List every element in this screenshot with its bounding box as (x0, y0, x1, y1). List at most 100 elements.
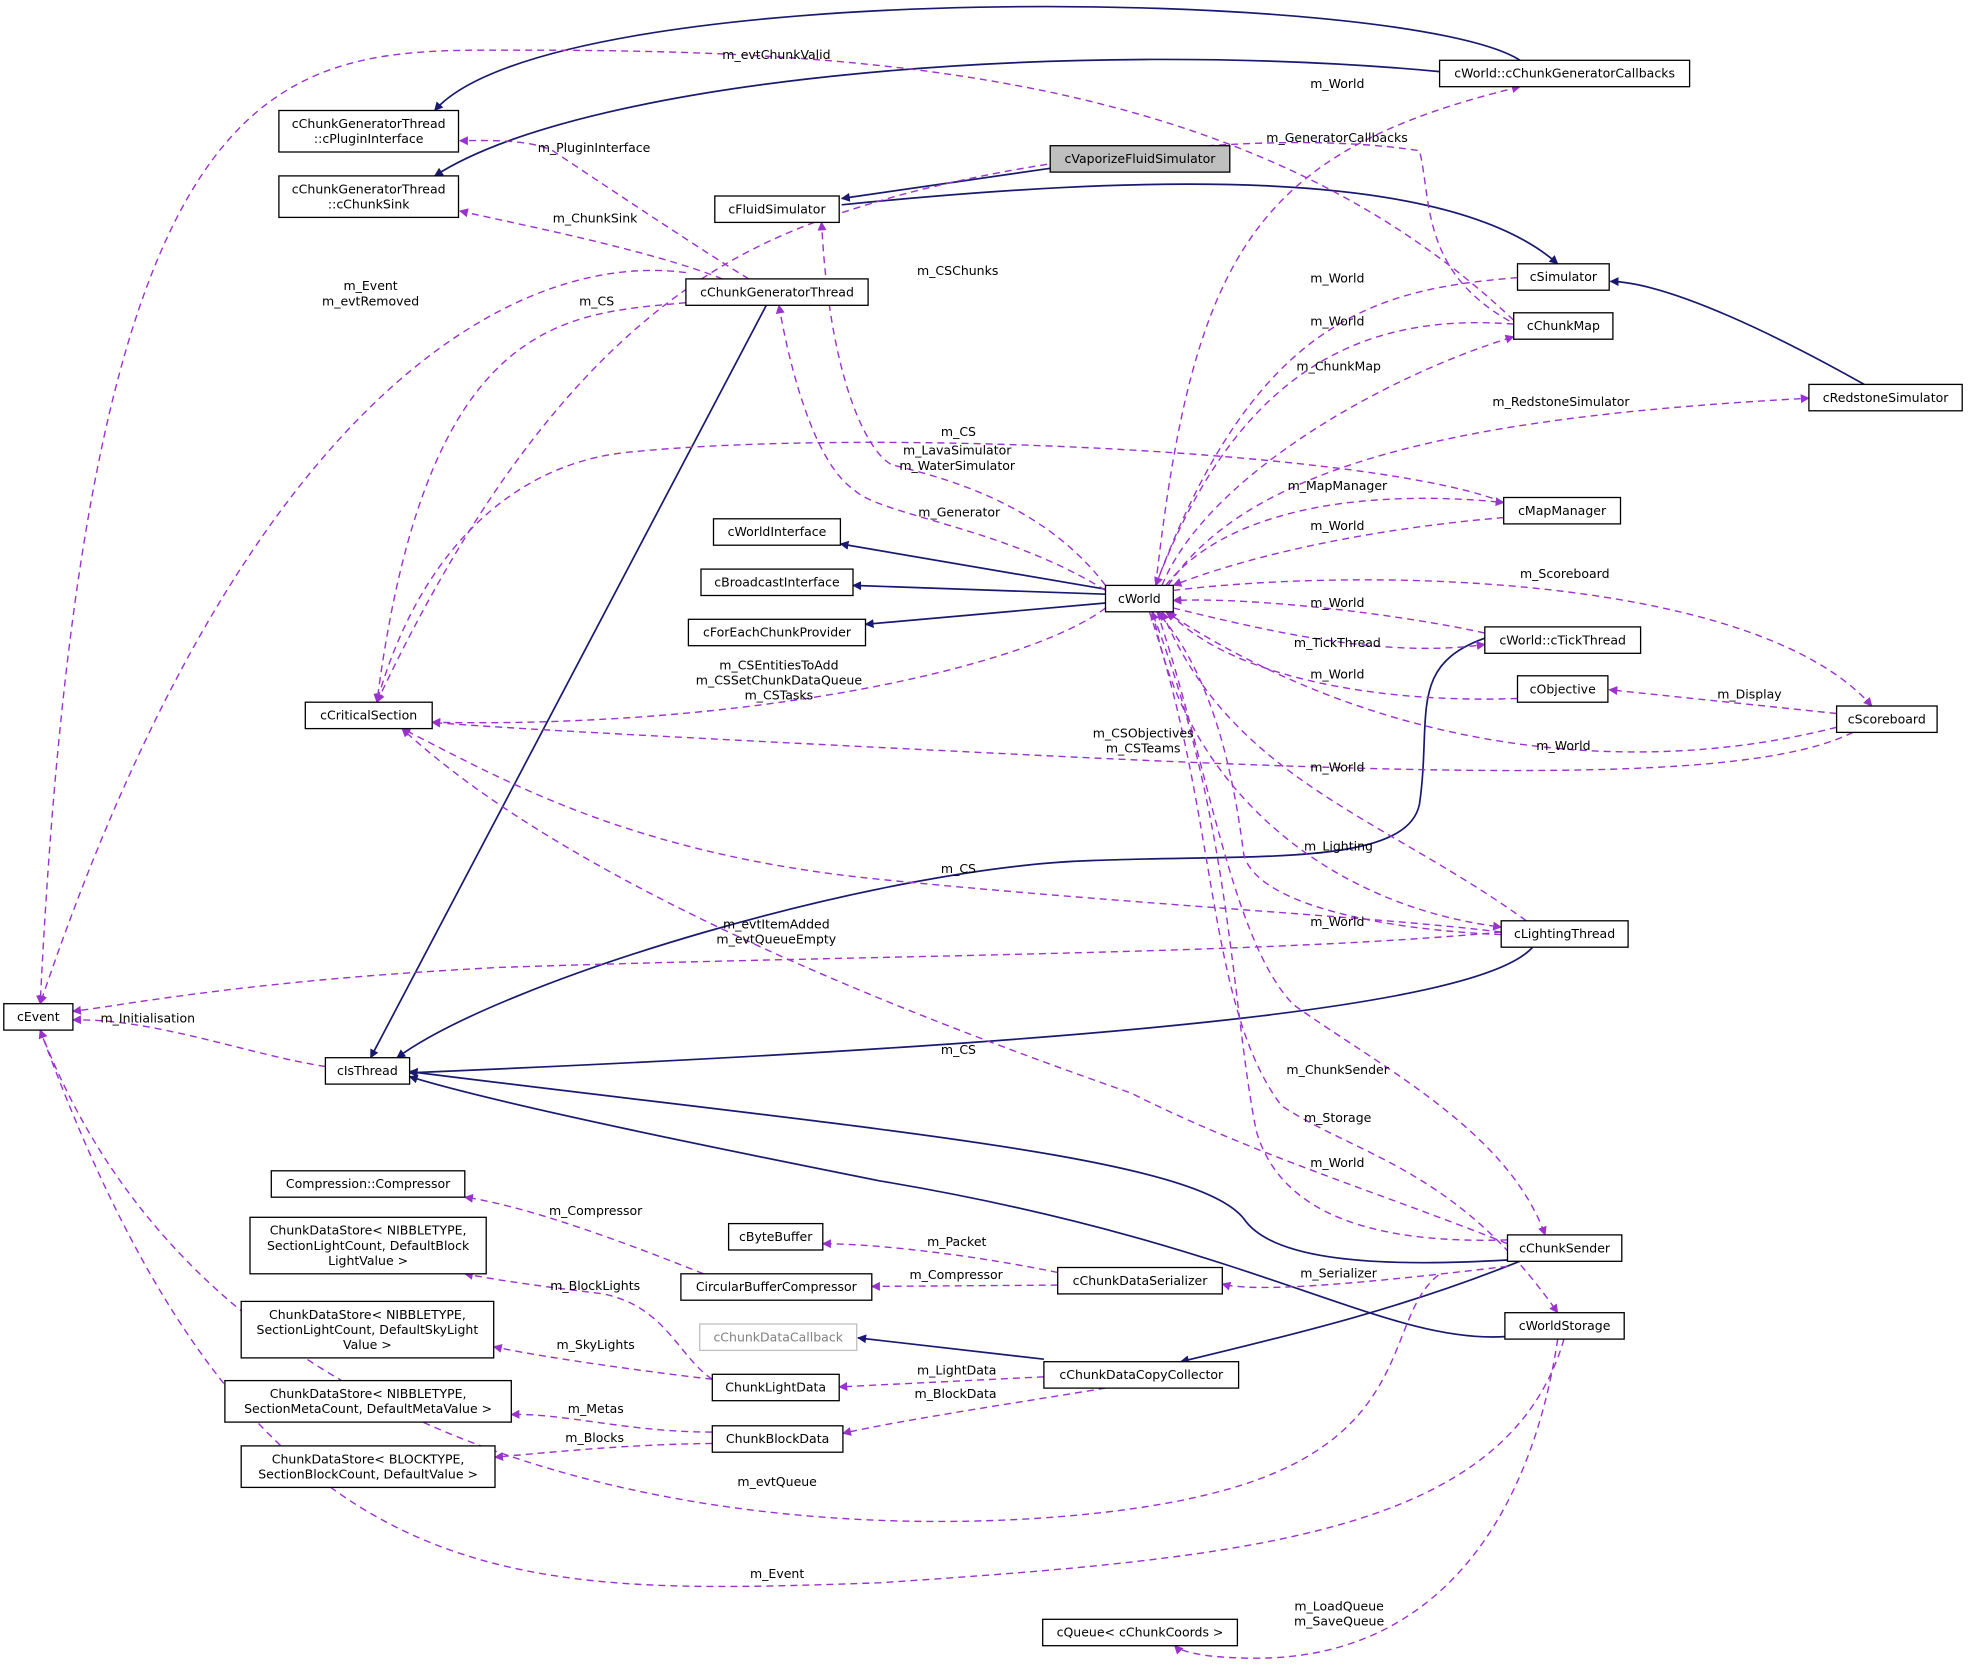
class-node-box[interactable] (680, 1273, 873, 1301)
class-node-box[interactable] (714, 195, 840, 224)
class-node-box[interactable] (711, 1373, 840, 1402)
class-node-box[interactable] (240, 1445, 496, 1489)
edge-label-m-cs-gen: m_CS (579, 293, 614, 308)
class-node-box[interactable] (1513, 312, 1614, 340)
class-node-cchunkmap[interactable]: cChunkMap (1513, 312, 1614, 340)
class-node-csimulator[interactable]: cSimulator (1516, 263, 1610, 291)
edge-label-line: m_World (1310, 518, 1364, 533)
class-node-chunkblockdata[interactable]: ChunkBlockData (711, 1425, 844, 1453)
edge-label-line: m_World (1310, 666, 1364, 681)
class-node-chunkdatastore-skylight[interactable]: ChunkDataStore< NIBBLETYPE,SectionLightC… (240, 1300, 495, 1359)
class-node-label: cChunkDataCallback (713, 1330, 843, 1345)
class-node-cmapmanager[interactable]: cMapManager (1503, 496, 1622, 525)
class-node-box[interactable] (685, 278, 869, 306)
usage-edge-34 (431, 607, 1106, 727)
class-node-cworld[interactable]: cWorld (1104, 584, 1174, 613)
usage-edge-26 (374, 441, 1504, 704)
class-node-cworldstorage[interactable]: cWorldStorage (1504, 1312, 1625, 1340)
class-node-label-line: cWorldStorage (1519, 1318, 1611, 1333)
class-node-box[interactable] (278, 109, 460, 153)
edge-label-m-world-chunkmap: m_World (1310, 313, 1364, 328)
class-node-box[interactable] (687, 618, 867, 647)
edge-label-m-world-scoreboard2: m_World (1310, 759, 1364, 774)
class-node-compression-compressor[interactable]: Compression::Compressor (270, 1170, 466, 1198)
class-node-box[interactable] (1506, 1234, 1623, 1262)
edge-label-m-lightdata: m_LightData (917, 1362, 996, 1377)
class-node-box[interactable] (1104, 584, 1174, 613)
class-node-box[interactable] (3, 1003, 74, 1031)
class-node-chunkdatastore-blocklight[interactable]: ChunkDataStore< NIBBLETYPE,SectionLightC… (249, 1216, 487, 1275)
class-node-box[interactable] (1835, 705, 1938, 734)
class-node-cobjective[interactable]: cObjective (1516, 675, 1609, 703)
class-node-box[interactable] (727, 1222, 824, 1251)
class-node-cfluidsimulator[interactable]: cFluidSimulator (714, 195, 840, 224)
class-node-box[interactable] (1516, 675, 1609, 703)
class-node-box[interactable] (324, 1057, 411, 1085)
class-node-ccriticalsection[interactable]: cCriticalSection (304, 701, 433, 730)
class-node-box[interactable] (304, 701, 433, 730)
usage-edge-52 (870, 1281, 1058, 1291)
edge-label-line: m_CSChunks (917, 263, 998, 278)
class-node-box[interactable] (1042, 1618, 1239, 1647)
class-node-box[interactable] (1057, 1266, 1223, 1295)
class-node-label-line: cChunkGeneratorThread (292, 116, 446, 131)
class-node-box[interactable] (224, 1379, 512, 1423)
class-node-box[interactable] (1808, 383, 1963, 412)
class-node-box[interactable] (1504, 1312, 1625, 1340)
class-node-circularbuffercompressor[interactable]: CircularBufferCompressor (680, 1273, 873, 1301)
class-node-box[interactable] (1438, 59, 1691, 88)
edge-label-m-world-scoreboard: m_World (1536, 738, 1590, 753)
class-node-cevent[interactable]: cEvent (3, 1003, 74, 1031)
class-node-box[interactable] (278, 175, 460, 219)
class-node-box[interactable] (700, 568, 854, 597)
class-node-box[interactable] (712, 518, 842, 546)
class-node-box[interactable] (699, 1323, 858, 1352)
class-node-label-line: ChunkDataStore< NIBBLETYPE, (270, 1223, 467, 1238)
class-node-box[interactable] (1043, 1361, 1240, 1389)
class-node-cchunkdatacallback[interactable]: cChunkDataCallback (699, 1323, 858, 1352)
class-node-box[interactable] (240, 1300, 495, 1359)
class-node-box[interactable] (270, 1170, 466, 1198)
class-node-cchunkgeneratorthread-cplugininterface[interactable]: cChunkGeneratorThread::cPluginInterface (278, 109, 460, 153)
edge-label-line: m_World (1310, 759, 1364, 774)
class-node-cchunksender[interactable]: cChunkSender (1506, 1234, 1623, 1262)
class-node-chunkdatastore-meta[interactable]: ChunkDataStore< NIBBLETYPE,SectionMetaCo… (224, 1379, 512, 1423)
class-node-label: cLightingThread (1514, 926, 1615, 941)
class-node-cbytebuffer[interactable]: cByteBuffer (727, 1222, 824, 1251)
class-node-box[interactable] (249, 1216, 487, 1275)
class-node-box[interactable] (1516, 263, 1610, 291)
class-node-credstonesimulator[interactable]: cRedstoneSimulator (1808, 383, 1963, 412)
class-node-box[interactable] (1500, 920, 1629, 948)
class-node-cworld-cchunkgeneratorcallbacks[interactable]: cWorld::cChunkGeneratorCallbacks (1438, 59, 1691, 88)
class-node-label: cCriticalSection (320, 708, 417, 723)
class-node-cchunkgeneratorthread[interactable]: cChunkGeneratorThread (685, 278, 869, 306)
class-node-cqueue-cchunkcoords[interactable]: cQueue< cChunkCoords > (1042, 1618, 1239, 1647)
class-node-box[interactable] (1484, 626, 1642, 654)
class-node-label-line: cWorld::cTickThread (1499, 632, 1626, 647)
class-node-cworldinterface[interactable]: cWorldInterface (712, 518, 842, 546)
class-node-cworld-ctickthread[interactable]: cWorld::cTickThread (1484, 626, 1642, 654)
class-node-label: cVaporizeFluidSimulator (1065, 151, 1217, 166)
class-node-cchunkgeneratorthread-cchunksink[interactable]: cChunkGeneratorThread::cChunkSink (278, 175, 460, 219)
edge-label-line: m_RedstoneSimulator (1492, 394, 1630, 409)
class-node-label: cWorld::cTickThread (1499, 632, 1626, 647)
class-node-cvaporizefluidsimulator[interactable]: cVaporizeFluidSimulator (1049, 145, 1231, 173)
edge-label-line: m_WaterSimulator (899, 458, 1016, 473)
class-node-cbroadcastinterface[interactable]: cBroadcastInterface (700, 568, 854, 597)
class-node-cforeachchunkprovider[interactable]: cForEachChunkProvider (687, 618, 867, 647)
usage-edge-29 (775, 304, 1106, 591)
class-node-label: cScoreboard (1848, 711, 1926, 726)
class-node-box[interactable] (1503, 496, 1622, 525)
class-node-chunkdatastore-block[interactable]: ChunkDataStore< BLOCKTYPE,SectionBlockCo… (240, 1445, 496, 1489)
class-node-cchunkdataserializer[interactable]: cChunkDataSerializer (1057, 1266, 1223, 1295)
class-node-cisthread[interactable]: cIsThread (324, 1057, 411, 1085)
class-node-box[interactable] (711, 1425, 844, 1453)
class-node-box[interactable] (1049, 145, 1231, 173)
class-node-clightingthread[interactable]: cLightingThread (1500, 920, 1629, 948)
class-node-cchunkdatacopycollector[interactable]: cChunkDataCopyCollector (1043, 1361, 1240, 1389)
class-node-cscoreboard[interactable]: cScoreboard (1835, 705, 1938, 734)
class-node-chunklightdata[interactable]: ChunkLightData (711, 1373, 840, 1402)
edge-label-m-event-storage: m_Event (750, 1566, 804, 1581)
